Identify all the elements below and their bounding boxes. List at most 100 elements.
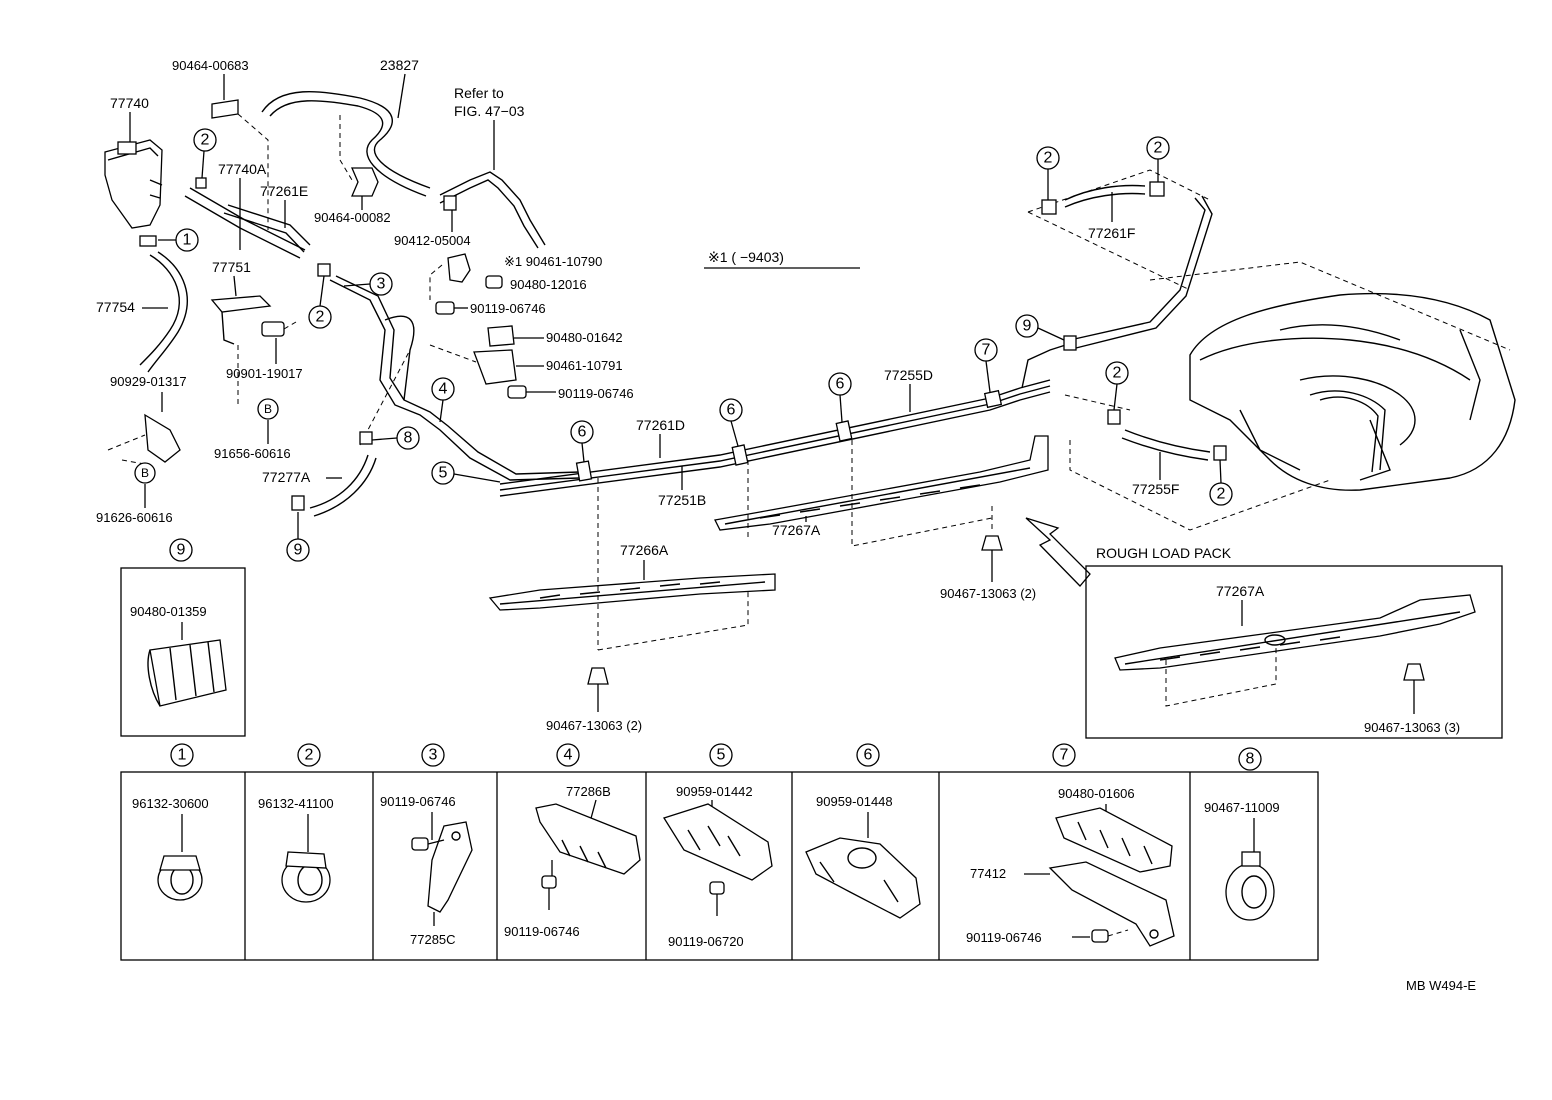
bracket-77751-icon xyxy=(210,295,272,345)
clip-90464-00683-icon xyxy=(211,74,239,119)
fitting-90412-05004-icon xyxy=(443,195,457,211)
clamp-77286b-icon xyxy=(535,803,641,875)
label-90480-01359: 90480-01359 xyxy=(130,604,207,619)
callout-6c: 6 xyxy=(836,376,845,393)
callout-b: B xyxy=(264,402,272,416)
label-90480-12016: 90480-12016 xyxy=(510,277,587,292)
detail-box-9 xyxy=(120,567,246,737)
label-77267a-rlp: 77267A xyxy=(1216,583,1265,599)
bolt-detail-3-icon xyxy=(411,837,445,851)
detail-5-label-a: 90959-01442 xyxy=(676,784,753,799)
clip-90467-11009-icon xyxy=(1225,851,1275,921)
detail-6-label: 90959-01448 xyxy=(816,794,893,809)
callout-3: 3 xyxy=(377,276,386,293)
label-90464-00082: 90464-00082 xyxy=(314,210,391,225)
callout-9: 9 xyxy=(294,542,303,559)
label-90119-06746-b: 90119-06746 xyxy=(558,386,634,401)
detail-7-label-b: 77412 xyxy=(970,866,1006,881)
clip-2-upper-right-icon xyxy=(1149,181,1165,197)
callout-2c: 2 xyxy=(1044,150,1053,167)
clip-96132-41100-icon xyxy=(281,851,331,903)
detail-4-label-a: 77286B xyxy=(566,784,611,799)
callout-6a: 6 xyxy=(578,424,587,441)
detail-header-1: 1 xyxy=(178,747,187,764)
detail-2-label: 96132-41100 xyxy=(258,796,334,811)
callout-9-header: 9 xyxy=(177,542,186,559)
protector-77267a xyxy=(714,435,1049,531)
bolt-detail-7-icon xyxy=(1091,929,1129,943)
bolt-detail-4-icon xyxy=(541,875,557,910)
label-77740: 77740 xyxy=(110,95,149,111)
label-77255d: 77255D xyxy=(884,367,933,383)
detail-3-label-b: 77285C xyxy=(410,932,456,947)
callout-8: 8 xyxy=(404,430,413,447)
callout-7: 7 xyxy=(982,342,991,359)
label-90929-01317: 90929-01317 xyxy=(110,374,187,389)
callout-circles: 2 1 2 3 4 5 8 9 B B 6 6 6 xyxy=(134,128,1262,771)
label-77751: 77751 xyxy=(212,259,251,275)
clamp-90480-01606-icon xyxy=(1055,807,1173,873)
grommet-rlp-icon xyxy=(1403,663,1425,714)
nut-90480-12016-icon xyxy=(485,275,503,289)
fuel-tank xyxy=(1189,292,1516,491)
label-90467-13063-rlp: 90467-13063 (3) xyxy=(1364,720,1460,735)
label-77261e: 77261E xyxy=(260,183,308,199)
label-90467-13063-low: 90467-13063 (2) xyxy=(546,718,642,733)
bracket-90929-01317-icon xyxy=(144,413,181,463)
label-90480-01642: 90480-01642 xyxy=(546,330,623,345)
detail-header-7: 7 xyxy=(1060,747,1069,764)
detail-header-8: 8 xyxy=(1246,751,1255,768)
callout-6b: 6 xyxy=(727,402,736,419)
grommet-low-icon xyxy=(587,667,609,712)
label-91656-60616: 91656-60616 xyxy=(214,446,291,461)
detail-header-2: 2 xyxy=(305,747,314,764)
cushion-90480-01642-icon xyxy=(487,325,515,347)
detail-7-label-c: 90119-06746 xyxy=(966,930,1042,945)
label-77754: 77754 xyxy=(96,299,135,315)
main-fuel-lines xyxy=(499,195,1213,497)
label-90901-19017: 90901-19017 xyxy=(226,366,303,381)
label-77277a: 77277A xyxy=(262,469,311,485)
label-77261f: 77261F xyxy=(1088,225,1135,241)
clip-9-icon xyxy=(291,495,305,511)
callout-1: 1 xyxy=(183,232,192,249)
clamp-90461-10791-icon xyxy=(473,349,517,385)
label-77251b: 77251B xyxy=(658,492,706,508)
bracket-77412-icon xyxy=(1048,861,1175,947)
rough-load-pack-box xyxy=(1085,565,1503,739)
detail-8-label: 90467-11009 xyxy=(1204,800,1280,815)
bolt-detail-5-icon xyxy=(709,881,725,916)
callout-2e: 2 xyxy=(1113,365,1122,382)
label-91626-60616: 91626-60616 xyxy=(96,510,173,525)
callout-9b: 9 xyxy=(1023,318,1032,335)
callout-2b: 2 xyxy=(316,309,325,326)
clamp-90959-01442-icon xyxy=(663,803,773,881)
bolt-90119-06746-a-icon xyxy=(435,301,468,315)
grommet-mid-icon xyxy=(981,535,1003,582)
clip-90480-01359-icon xyxy=(147,639,227,707)
rough-load-pack-protector xyxy=(1114,594,1476,671)
label-90412-05004: 90412-05004 xyxy=(394,233,471,248)
clip-2-upper-left-icon xyxy=(1041,199,1057,215)
canister-assembly xyxy=(104,139,163,247)
label-77255f: 77255F xyxy=(1132,481,1179,497)
clip-2-tank-a-icon xyxy=(1107,409,1121,425)
label-77266a: 77266A xyxy=(620,542,669,558)
clip-2-tank-b-icon xyxy=(1213,445,1227,461)
detail-5-label-b: 90119-06720 xyxy=(668,934,744,949)
bolt-90901-19017-icon xyxy=(261,321,297,337)
label-refer-to: Refer to xyxy=(454,85,504,101)
label-77740a: 77740A xyxy=(218,161,267,177)
callout-5: 5 xyxy=(439,465,448,482)
label-90464-00683: 90464-00683 xyxy=(172,58,249,73)
callout-b2: B xyxy=(141,466,149,480)
label-fig-47-03: FIG. 47−03 xyxy=(454,103,525,119)
arrow-icon xyxy=(1025,517,1091,587)
callout-2d: 2 xyxy=(1154,140,1163,157)
protector-77266a xyxy=(488,573,776,611)
label-77267a: 77267A xyxy=(772,522,821,538)
callout-4: 4 xyxy=(439,381,448,398)
detail-boxes xyxy=(120,771,1319,961)
clip-90464-00082-icon xyxy=(351,167,379,197)
label-23827: 23827 xyxy=(380,57,419,73)
